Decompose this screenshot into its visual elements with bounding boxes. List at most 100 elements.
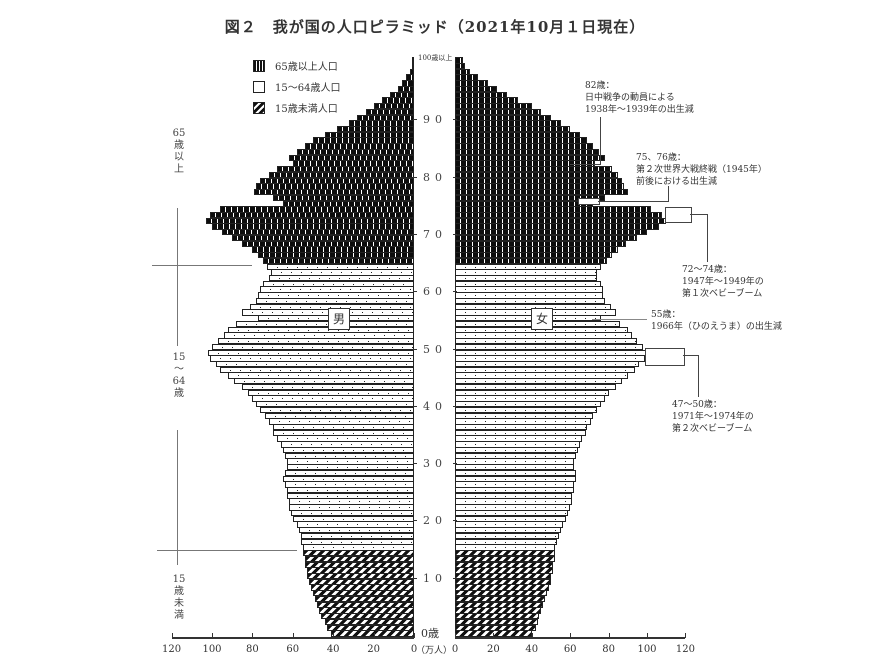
bar-male	[280, 441, 414, 448]
bracket-line	[177, 208, 178, 346]
bar-male	[207, 349, 414, 356]
tick	[453, 176, 457, 178]
bar-male	[252, 246, 414, 253]
bar-male	[232, 234, 414, 242]
bar-female	[455, 458, 575, 465]
bar-male	[216, 360, 414, 368]
age-tick-label: 70	[423, 227, 447, 241]
bar-male	[296, 521, 414, 528]
bar-female	[455, 332, 632, 339]
bar-male	[242, 383, 414, 391]
bar-female	[455, 183, 624, 190]
bar-female	[455, 567, 553, 574]
bar-female	[455, 378, 623, 385]
bar-male	[276, 435, 414, 442]
tick	[453, 233, 457, 235]
leader-line	[698, 355, 699, 397]
bar-male	[401, 80, 414, 87]
annotation-75-76: 75、76歳：第２次世界大戦終戦（1945年）前後における出生減	[636, 153, 767, 187]
bar-male	[292, 160, 414, 167]
leader-line	[668, 186, 669, 202]
bar-male	[302, 544, 414, 551]
bar-female	[455, 406, 598, 414]
bar-female	[455, 441, 580, 448]
bar-male	[310, 584, 414, 591]
bar-female	[455, 532, 559, 540]
bar-female	[455, 349, 647, 356]
bar-male	[262, 257, 414, 265]
bar-male	[218, 338, 414, 345]
bar-male	[209, 355, 414, 362]
bar-male	[325, 618, 414, 626]
leader-line	[600, 117, 601, 165]
bar-male	[288, 154, 414, 161]
bar-female	[455, 383, 617, 391]
bar-female	[455, 389, 609, 396]
highlight-47-50	[645, 348, 685, 366]
bar-male	[288, 498, 414, 505]
bar-female	[455, 372, 628, 379]
bar-female	[455, 229, 647, 236]
bar-male	[264, 412, 414, 419]
tick	[413, 463, 417, 465]
tick	[608, 633, 610, 638]
bar-female	[455, 74, 479, 81]
bar-female	[455, 475, 576, 482]
bar-female	[455, 217, 667, 225]
bar-female	[455, 624, 536, 631]
bar-female	[455, 171, 619, 179]
bar-male	[313, 137, 414, 144]
bar-female	[455, 189, 628, 196]
bar-male	[306, 572, 414, 580]
bar-female	[455, 108, 542, 116]
bar-male	[302, 550, 414, 557]
tick	[413, 577, 417, 579]
bar-male	[268, 418, 414, 425]
bar-female	[455, 240, 626, 247]
bar-female	[455, 200, 594, 207]
bar-male	[220, 366, 414, 374]
bar-female	[455, 395, 605, 402]
age-tick-label: 20	[423, 514, 447, 528]
x-tick-label: 0	[410, 644, 418, 655]
leader-line	[707, 214, 708, 262]
bar-male	[300, 532, 414, 540]
bar-female	[455, 360, 640, 368]
x-tick-label: 20	[367, 644, 380, 655]
bar-male	[315, 595, 414, 603]
leader-line	[570, 164, 601, 165]
tick	[685, 633, 687, 638]
female-label: 女	[531, 308, 553, 330]
bar-male	[220, 206, 414, 213]
bar-male	[260, 406, 414, 414]
age-tick-label: 60	[423, 285, 447, 299]
bar-male	[284, 481, 414, 488]
bar-female	[455, 366, 636, 374]
bar-female	[455, 315, 601, 322]
x-tick-label: 120	[675, 644, 695, 655]
bar-female	[455, 515, 567, 522]
bar-female	[455, 211, 663, 219]
tick	[414, 633, 415, 638]
legend-item-work: 15～64歳人口	[253, 76, 340, 97]
tick	[453, 291, 457, 293]
bar-female	[455, 85, 498, 93]
bar-male	[306, 567, 414, 574]
bar-male	[357, 114, 414, 121]
leader-line	[690, 214, 707, 215]
bar-male	[296, 148, 414, 156]
bar-male	[242, 240, 414, 247]
bar-male	[212, 343, 414, 351]
bar-female	[455, 584, 550, 591]
bar-female	[455, 137, 588, 144]
bar-female	[455, 595, 546, 603]
legend-label: 15～64歳人口	[275, 83, 341, 94]
tick	[171, 633, 173, 638]
tick	[455, 633, 456, 638]
bar-female	[455, 401, 601, 408]
bar-female	[455, 223, 659, 230]
bar-female	[455, 148, 599, 156]
tick	[212, 633, 213, 638]
